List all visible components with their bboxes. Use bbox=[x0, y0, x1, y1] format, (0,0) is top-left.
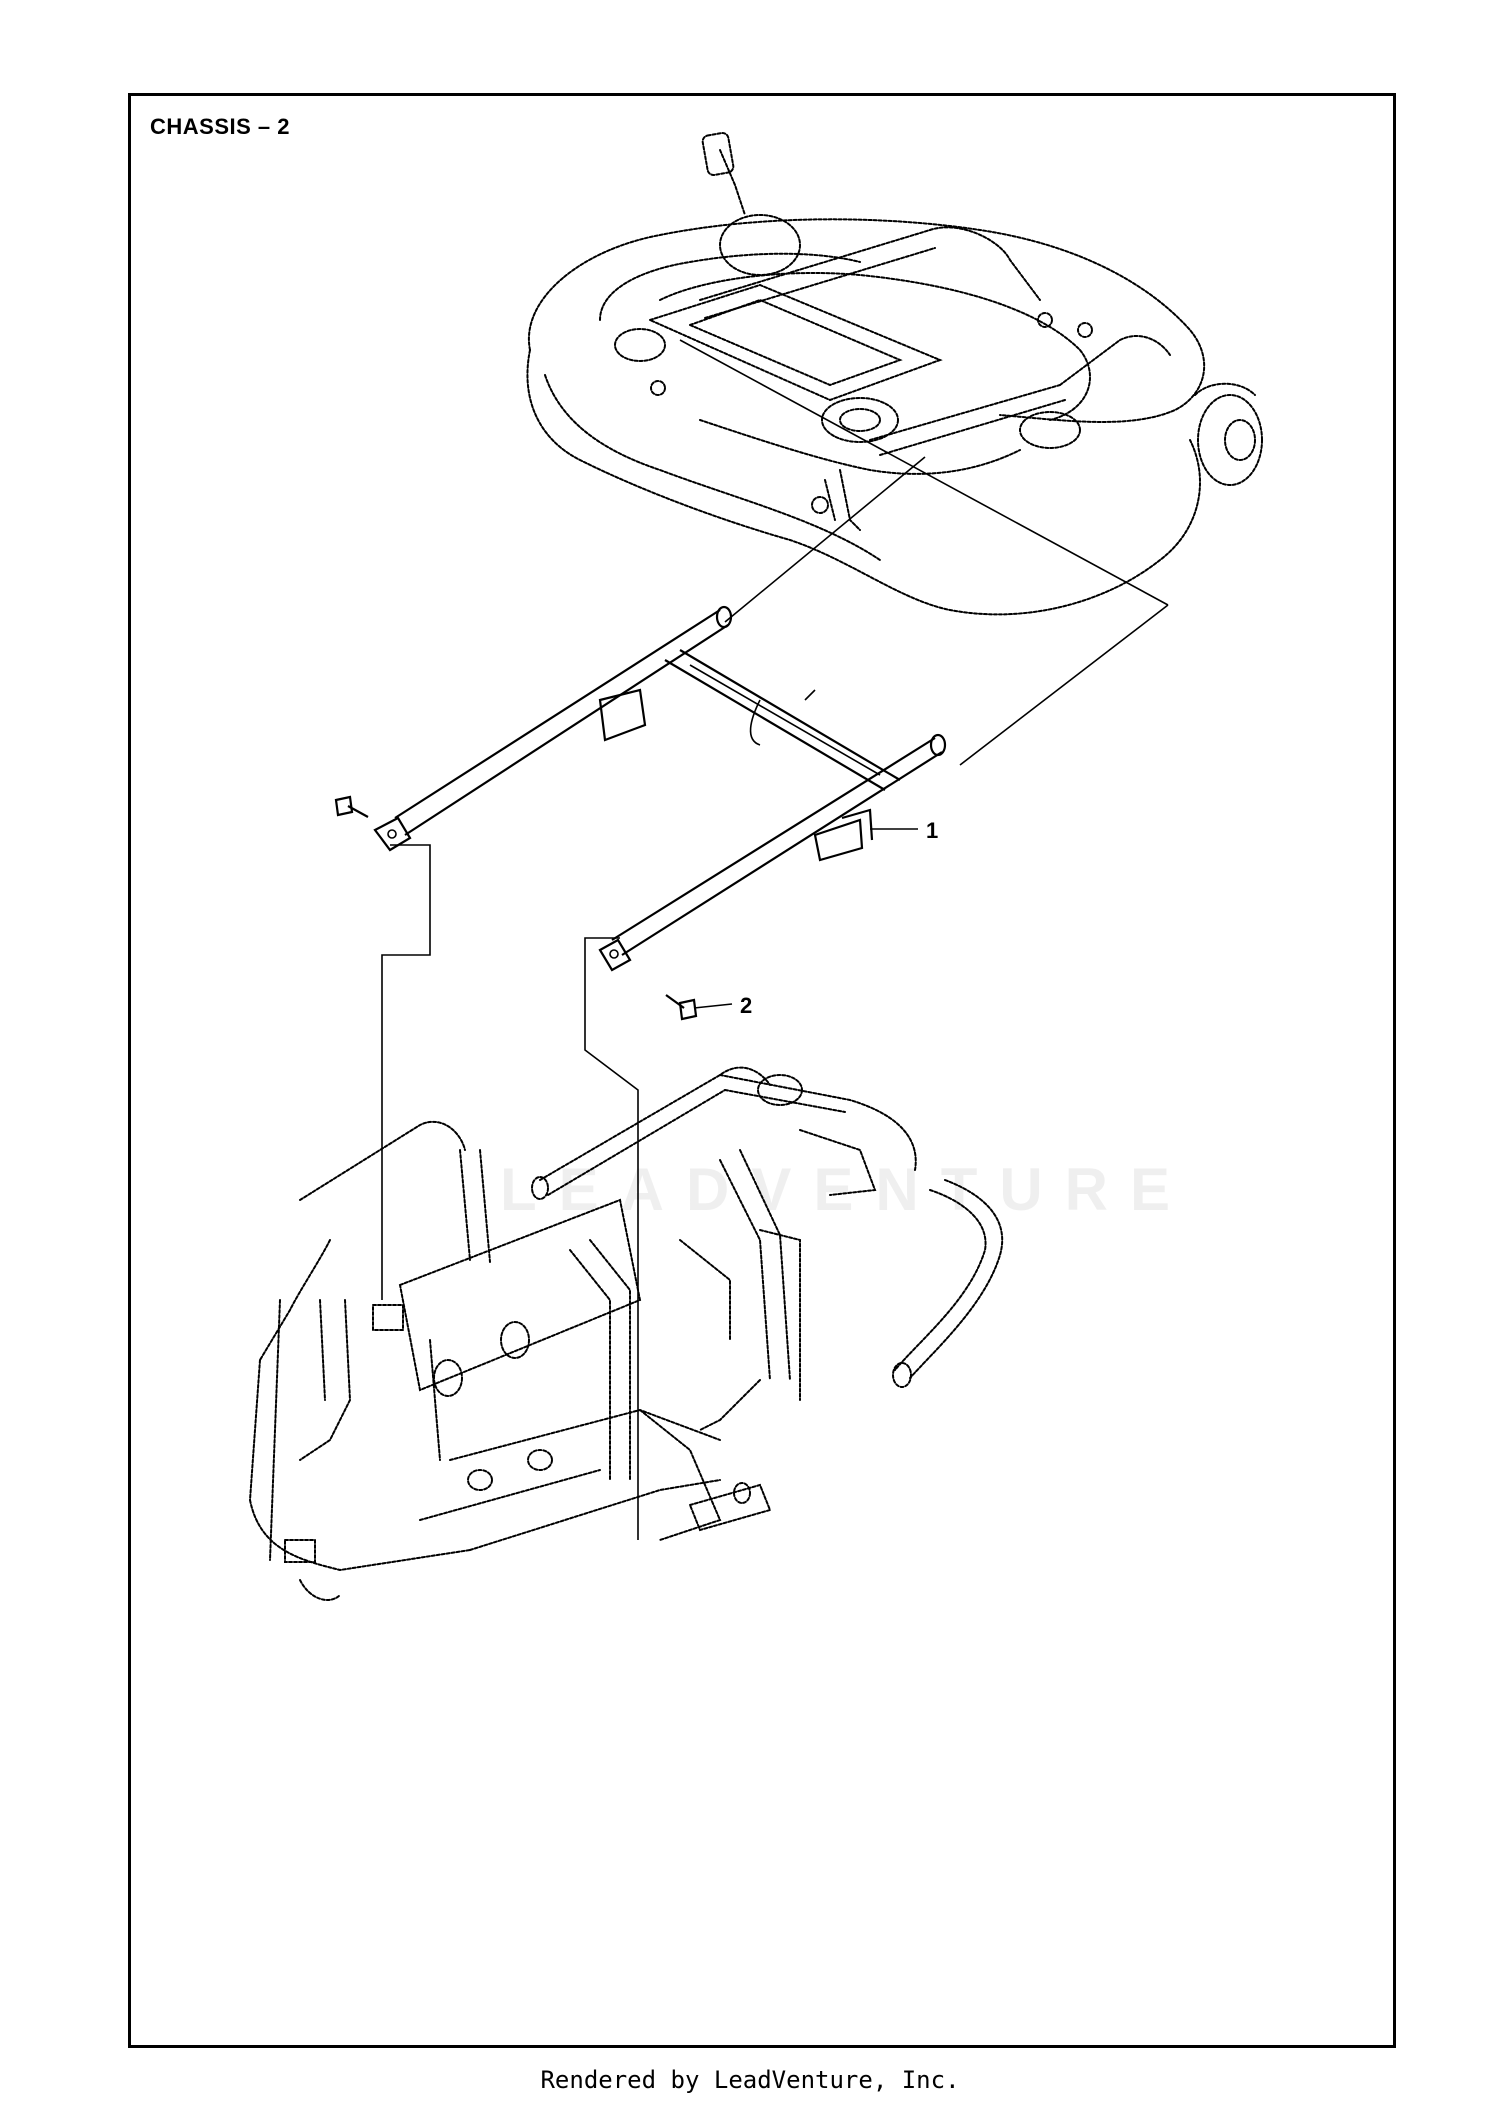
diagram-title: CHASSIS – 2 bbox=[150, 114, 290, 139]
mower-deck bbox=[526, 131, 1263, 616]
watermark-text: LEADVENTURE bbox=[500, 1156, 1193, 1223]
leader-lines bbox=[381, 339, 1169, 1540]
diagram-frame bbox=[128, 93, 1396, 2048]
frame-rails-assembly bbox=[373, 605, 947, 972]
chassis-frame bbox=[249, 1066, 1004, 1601]
callout-2-label: 2 bbox=[740, 993, 753, 1018]
callout-1-label: 1 bbox=[926, 818, 939, 843]
footer-credit: Rendered by LeadVenture, Inc. bbox=[540, 2066, 960, 2094]
bolts bbox=[334, 795, 698, 1021]
